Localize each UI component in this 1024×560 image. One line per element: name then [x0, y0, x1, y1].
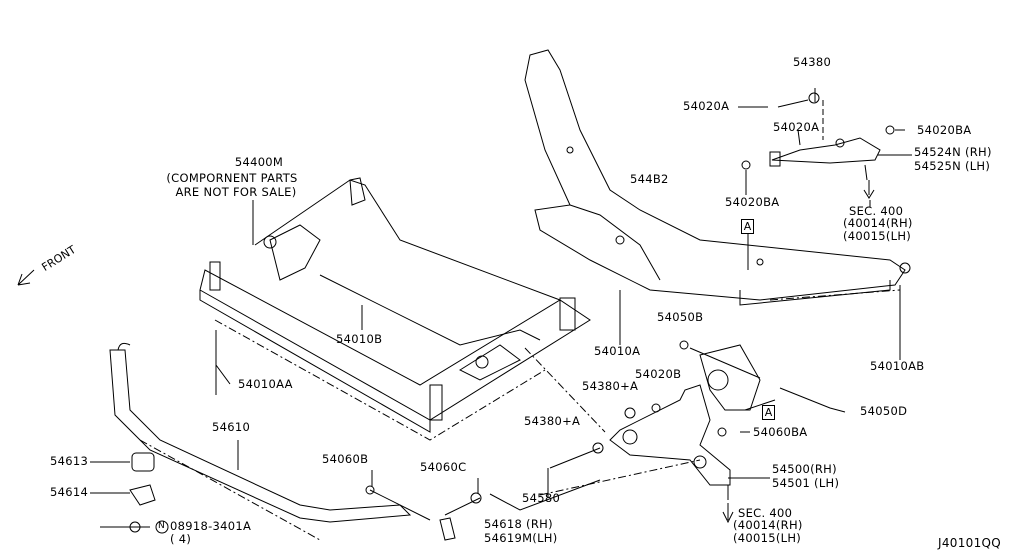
part-label-54380A-upper: 54380+A	[582, 379, 639, 393]
part-label-54580: 54580	[522, 491, 561, 505]
part-label-54010A: 54010A	[594, 344, 641, 358]
stabilizer-bar	[109, 342, 412, 523]
subframe-note-line1: (COMPORNENT PARTS	[166, 171, 298, 185]
sec-400-upper-lh: (40015(LH)	[843, 229, 912, 243]
part-label-54020BA-right: 54020BA	[917, 123, 972, 137]
front-subframe	[199, 177, 591, 441]
upper-link-arm	[738, 88, 912, 199]
part-label-544B2: 544B2	[630, 172, 669, 186]
sec-400-upper-title: SEC. 400	[849, 204, 904, 218]
part-label-54060C: 54060C	[420, 460, 467, 474]
part-label-54060BA: 54060BA	[753, 425, 808, 439]
sec-400-lower-rh: (40014(RH)	[733, 518, 803, 532]
front-arrow-icon	[17, 269, 35, 286]
part-label-54020A-outer: 54020A	[683, 99, 730, 113]
lower-link-arm	[524, 340, 846, 524]
part-label-54501: 54501 (LH)	[772, 476, 840, 490]
part-label-54525N: 54525N (LH)	[914, 159, 991, 173]
part-label-54020B: 54020B	[635, 367, 682, 381]
part-label-54010AA: 54010AA	[238, 377, 293, 391]
part-label-54610: 54610	[212, 420, 251, 434]
part-label-54380A-lower: 54380+A	[524, 414, 581, 428]
part-quantity: ( 4)	[170, 532, 192, 546]
part-label-54500: 54500(RH)	[772, 462, 837, 476]
subframe-note-line2: ARE NOT FOR SALE)	[175, 185, 297, 199]
crossmember-544B2	[524, 49, 911, 306]
part-label-54524N: 54524N (RH)	[914, 145, 992, 159]
part-label-54050B: 54050B	[657, 310, 704, 324]
sec-400-lower-lh: (40015(LH)	[733, 531, 802, 545]
part-label-54020A-inner: 54020A	[773, 120, 820, 134]
sec-400-upper-rh: (40014(RH)	[843, 216, 913, 230]
part-label-54380: 54380	[793, 55, 832, 69]
n-mark: N	[158, 521, 166, 531]
part-label-54400M: 54400M	[234, 155, 284, 169]
part-label-54020BA-left: 54020BA	[725, 195, 780, 209]
reference-box-a-upper: A	[741, 219, 754, 234]
part-label-54618: 54618 (RH)	[484, 517, 553, 531]
sec-400-lower-title: SEC. 400	[738, 506, 793, 520]
diagram-code: J40101QQ	[938, 536, 1002, 550]
part-label-54060B: 54060B	[322, 452, 369, 466]
n-mark-circle	[155, 520, 169, 534]
part-label-54050D: 54050D	[860, 404, 908, 418]
part-label-08918-3401A: 08918-3401A	[170, 519, 252, 533]
part-label-54010AB: 54010AB	[870, 359, 925, 373]
part-label-54614: 54614	[50, 485, 89, 499]
reference-box-a-lower: A	[762, 405, 775, 420]
part-label-54010B: 54010B	[336, 332, 383, 346]
part-label-54619M: 54619M(LH)	[484, 531, 558, 545]
part-label-54613: 54613	[50, 454, 89, 468]
